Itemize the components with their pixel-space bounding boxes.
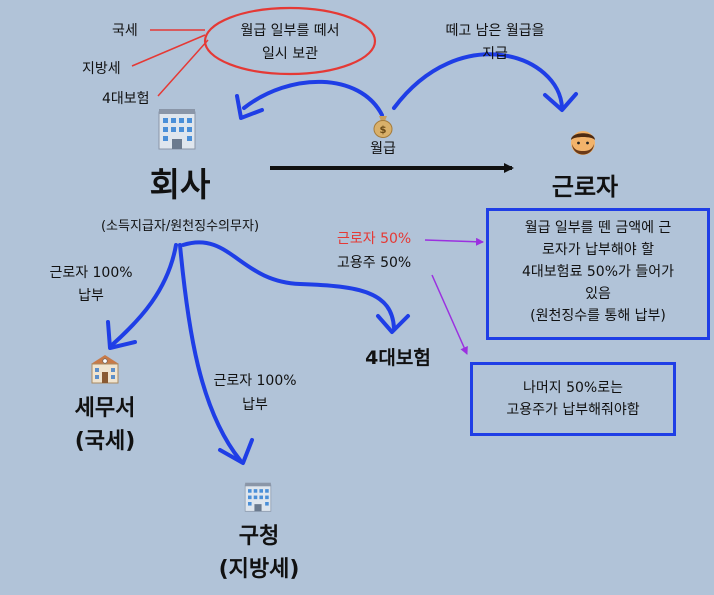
purple-pointer-employer-share — [431, 274, 468, 355]
info-box-1-line-5: (원천징수를 통해 납부) — [530, 308, 666, 324]
info-box-employer-insurance: 나머지 50%로는 고용주가 납부해줘야함 — [470, 362, 676, 436]
info-box-1-line-3: 4대보험료 50%가 들어가 — [522, 264, 674, 280]
district-office-subtitle: (지방세) — [218, 557, 300, 582]
arrow-head-tax-office — [106, 320, 137, 350]
label-national-tax: 국세 — [112, 23, 138, 39]
arrow-head-insurance — [376, 314, 410, 334]
company-title: 회사 — [149, 165, 211, 204]
arrow-to-tax-office — [110, 243, 178, 347]
remaining-wage-line-1: 떼고 남은 월급을 — [445, 23, 545, 39]
worker-face-icon — [571, 131, 595, 155]
info-box-1-line-1: 월급 일부를 뗀 금액에 근 — [524, 220, 672, 236]
ellipse-line-2: 일시 보관 — [262, 46, 318, 62]
tax-office-payment-line-1: 근로자 100% — [49, 265, 133, 281]
office-building-icon — [244, 482, 272, 512]
company-subtitle: (소득지급자/원천징수의무자) — [100, 219, 260, 234]
worker-title: 근로자 — [551, 173, 619, 201]
svg-text:$: $ — [380, 125, 387, 136]
label-four-insurance: 4대보험 — [102, 91, 150, 107]
arrow-head-company — [235, 94, 264, 120]
info-box-worker-insurance: 월급 일부를 뗀 금액에 근 로자가 납부해야 할 4대보험료 50%가 들어가… — [486, 208, 710, 340]
info-box-1-line-4: 있음 — [585, 286, 611, 302]
tax-office-title: 세무서 — [74, 396, 136, 421]
district-payment-line-1: 근로자 100% — [213, 373, 297, 389]
arrow-head-worker — [543, 92, 578, 112]
info-box-2-line-2: 고용주가 납부해줘야함 — [506, 402, 640, 418]
arrow-wage-to-company — [242, 79, 384, 117]
arrow-head-district-office — [218, 438, 254, 465]
worker-share-label: 근로자 50% — [337, 231, 412, 247]
school-building-icon — [91, 355, 119, 384]
ellipse-line-1: 월급 일부를 떼서 — [240, 23, 340, 39]
purple-pointer-worker-share — [424, 237, 484, 246]
remaining-wage-line-2: 지급 — [482, 46, 508, 62]
employer-share-label: 고용주 50% — [337, 255, 412, 271]
money-bag-icon: $ — [373, 116, 393, 138]
district-payment-line-2: 납부 — [242, 397, 268, 413]
info-box-2-line-1: 나머지 50%로는 — [523, 380, 623, 396]
tax-office-payment-line-2: 납부 — [78, 288, 104, 304]
red-ellipse — [203, 6, 377, 76]
wage-label: 월급 — [370, 141, 396, 157]
tax-office-subtitle: (국세) — [74, 429, 136, 454]
arrow-to-insurance — [181, 240, 396, 330]
red-line-local-tax — [131, 34, 206, 67]
arrow-to-district-office — [178, 243, 242, 462]
label-local-tax: 지방세 — [82, 61, 121, 77]
insurance-title: 4대보험 — [365, 347, 431, 369]
office-building-icon — [158, 109, 196, 150]
info-box-1-line-2: 로자가 납부해야 할 — [542, 242, 654, 258]
arrow-wage-to-worker — [392, 52, 564, 110]
district-office-title: 구청 — [238, 524, 280, 549]
red-line-insurance — [157, 39, 209, 97]
